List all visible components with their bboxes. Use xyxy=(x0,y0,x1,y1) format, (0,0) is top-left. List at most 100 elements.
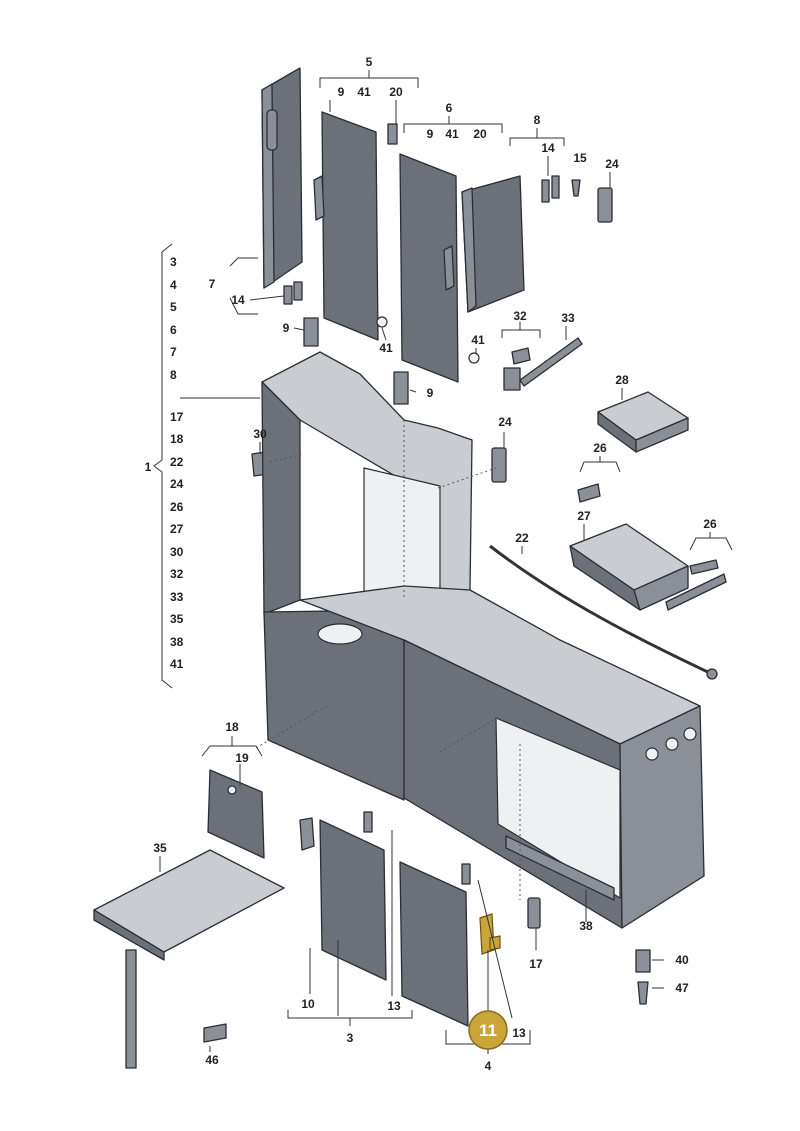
group-list-item: 24 xyxy=(170,477,184,491)
label-26: 26 xyxy=(593,441,607,455)
leader-lines xyxy=(153,70,733,1054)
clip-26 xyxy=(577,483,601,503)
screw-47 xyxy=(637,981,649,1005)
lid-18 xyxy=(207,769,265,859)
panel-5 xyxy=(313,111,379,341)
group-list-item: 27 xyxy=(170,522,184,536)
group-list-item: 5 xyxy=(170,300,177,314)
label-20: 20 xyxy=(389,85,403,99)
group-list-item: 17 xyxy=(170,410,184,424)
group-list-item: 33 xyxy=(170,590,184,604)
label-9: 9 xyxy=(283,321,290,335)
group-list-item: 3 xyxy=(170,255,177,269)
label-1: 1 xyxy=(145,460,152,474)
highlight-badge-11[interactable]: 11 xyxy=(468,1010,508,1050)
cable-22 xyxy=(489,544,713,676)
assembly-dashes xyxy=(255,420,521,900)
label-4: 4 xyxy=(485,1059,492,1073)
label-46: 46 xyxy=(205,1053,219,1067)
group-list-item: 7 xyxy=(170,345,177,359)
label-13: 13 xyxy=(387,999,401,1013)
group-list-item: 26 xyxy=(170,500,184,514)
group-list-item: 4 xyxy=(170,278,177,292)
drawer-27 xyxy=(569,523,689,611)
label-14: 14 xyxy=(231,293,245,307)
label-35: 35 xyxy=(153,841,167,855)
latch-24b xyxy=(491,447,507,483)
clip-13a xyxy=(363,811,373,833)
foot-40 xyxy=(635,949,651,973)
rail-26 xyxy=(665,573,727,611)
screw-15 xyxy=(571,179,581,197)
group-list-item: 41 xyxy=(170,657,184,671)
hinge-14b xyxy=(541,175,560,203)
clip-9b xyxy=(393,371,409,405)
label-9: 9 xyxy=(338,85,345,99)
panel-8 xyxy=(461,175,525,313)
label-10: 10 xyxy=(301,997,315,1011)
group-list-item: 35 xyxy=(170,612,184,626)
label-5: 5 xyxy=(366,55,373,69)
door-3 xyxy=(299,817,387,981)
label-26: 26 xyxy=(703,517,717,531)
label-41: 41 xyxy=(379,341,393,355)
label-40: 40 xyxy=(675,953,689,967)
tray-28 xyxy=(597,391,689,453)
door-4 xyxy=(399,861,469,1027)
rail-26b xyxy=(689,559,719,575)
clip-20 xyxy=(387,123,398,145)
group-list-item: 38 xyxy=(170,635,184,649)
group-list-item: 6 xyxy=(170,323,177,337)
group-list-item: 32 xyxy=(170,567,184,581)
label-30: 30 xyxy=(253,427,267,441)
label-14: 14 xyxy=(541,141,555,155)
label-13: 13 xyxy=(512,1026,526,1040)
label-20: 20 xyxy=(473,127,487,141)
clip-9 xyxy=(303,317,319,347)
label-24: 24 xyxy=(498,415,512,429)
label-6: 6 xyxy=(446,101,453,115)
clamp-46 xyxy=(203,1023,227,1043)
label-9: 9 xyxy=(427,386,434,400)
label-18: 18 xyxy=(225,720,239,734)
label-9: 9 xyxy=(427,127,434,141)
label-19: 19 xyxy=(235,751,249,765)
label-41: 41 xyxy=(445,127,459,141)
cable-end-22 xyxy=(706,668,718,680)
group-1-list: 3 4 5 6 7 8 17 18 22 24 26 27 30 32 33 3… xyxy=(170,255,184,671)
label-8: 8 xyxy=(534,113,541,127)
label-47: 47 xyxy=(675,981,689,995)
console-body xyxy=(261,351,705,929)
group-list-item: 8 xyxy=(170,368,177,382)
group-list-item: 22 xyxy=(170,455,184,469)
label-41: 41 xyxy=(357,85,371,99)
ring-41b xyxy=(468,352,480,364)
label-41: 41 xyxy=(471,333,485,347)
label-28: 28 xyxy=(615,373,629,387)
label-15: 15 xyxy=(573,151,587,165)
latch-17 xyxy=(527,897,541,929)
latch-24 xyxy=(597,187,613,223)
label-17: 17 xyxy=(529,957,543,971)
threaded-rod-33 xyxy=(519,337,583,387)
clip-13b xyxy=(461,863,471,885)
label-38: 38 xyxy=(579,919,593,933)
side-panel-7 xyxy=(261,67,303,289)
table-35 xyxy=(93,849,285,1069)
label-24: 24 xyxy=(605,157,619,171)
highlight-badge-label: 11 xyxy=(479,1021,497,1040)
label-27: 27 xyxy=(577,509,591,523)
group-list-item: 18 xyxy=(170,432,184,446)
panel-6 xyxy=(399,153,459,383)
bracket-32 xyxy=(503,347,531,391)
label-33: 33 xyxy=(561,311,575,325)
highlighted-part-11 xyxy=(479,913,501,955)
label-22: 22 xyxy=(515,531,529,545)
label-7: 7 xyxy=(209,277,216,291)
part-labels: 5 9 41 20 6 9 41 20 8 14 15 24 7 14 9 41… xyxy=(145,55,717,1073)
screw-19 xyxy=(227,785,237,795)
ring-41 xyxy=(376,316,388,328)
highlight-badge-circle xyxy=(468,1010,508,1050)
hinge-14 xyxy=(283,281,303,305)
